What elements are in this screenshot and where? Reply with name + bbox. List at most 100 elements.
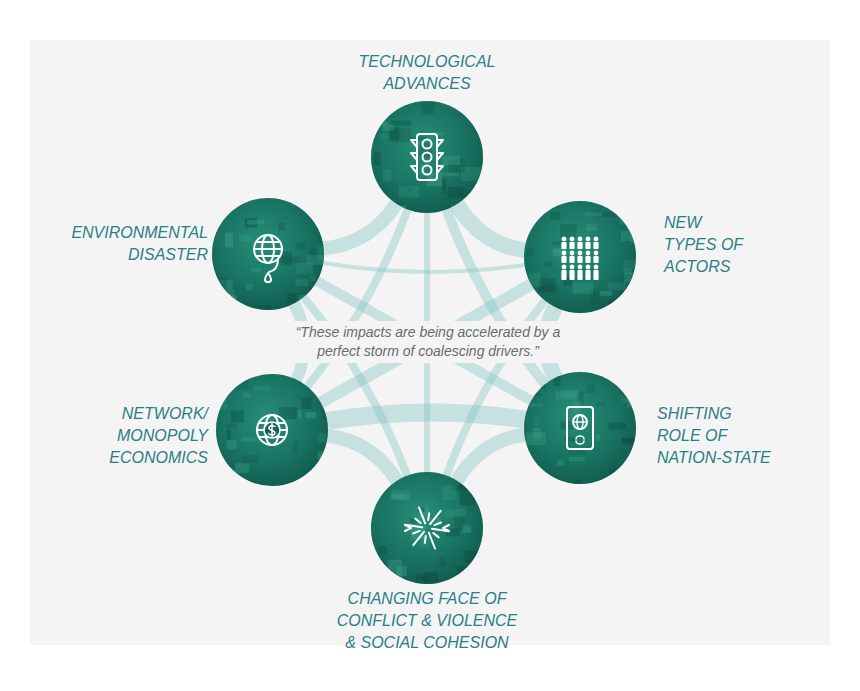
icon-part — [405, 525, 449, 531]
icon-part — [269, 259, 278, 272]
icon-part — [371, 472, 483, 584]
icon-part — [411, 134, 443, 180]
icon-part — [573, 421, 587, 422]
icon-part — [586, 265, 591, 270]
driver-label: CHANGING FACE OF CONFLICT & VIOLENCE & S… — [333, 588, 521, 654]
icon-part — [383, 101, 389, 104]
icon-part — [475, 207, 496, 212]
icon-part — [474, 565, 487, 579]
icon-part — [577, 270, 582, 280]
icon-part — [567, 407, 593, 449]
driver-label: TECHNOLOGICAL ADVANCES — [352, 51, 502, 95]
driver-circle: CHANGING FACE OF CONFLICT & VIOLENCE & S… — [371, 472, 483, 584]
connector-band — [323, 263, 524, 272]
icon-part — [524, 372, 636, 484]
driver-label: NETWORK/ MONOPOLY ECONOMICS — [104, 403, 208, 469]
icon-part — [269, 424, 276, 437]
icon-part — [562, 265, 567, 270]
icon-part — [433, 533, 438, 537]
icon-part — [227, 301, 234, 306]
connector-band — [328, 436, 397, 481]
icon-part — [541, 311, 553, 315]
icon-part — [423, 153, 432, 162]
icon-part — [216, 374, 328, 486]
quote-text: “These impacts are being accelerated by … — [278, 321, 578, 363]
icon-part — [586, 237, 591, 242]
icon-part — [413, 531, 420, 534]
icon-part — [371, 472, 483, 584]
driver-circle: NEW TYPES OF ACTORS — [524, 201, 636, 313]
icon-part — [578, 237, 583, 242]
icon-part — [430, 511, 441, 524]
icon-part — [585, 270, 590, 280]
driver-circle: TECHNOLOGICAL ADVANCES — [371, 101, 483, 213]
icon-part — [212, 198, 324, 310]
icon-part — [405, 508, 449, 549]
driver-label: ENVIRONMENTAL DISASTER — [56, 222, 208, 266]
circle-shape — [371, 472, 483, 584]
icon-part — [216, 484, 231, 490]
icon-part — [562, 251, 567, 256]
icon-part — [567, 407, 593, 449]
icon-part — [265, 415, 279, 445]
connector-band — [457, 204, 525, 250]
driver-label: NEW TYPES OF ACTORS — [664, 212, 750, 278]
icon-part — [264, 422, 280, 438]
icon-part — [415, 519, 420, 523]
icon-part — [569, 242, 574, 249]
icon-part — [570, 265, 575, 270]
panel — [30, 40, 830, 645]
icon-part — [425, 536, 426, 543]
driver-circle: SHIFTING ROLE OF NATION-STATE — [524, 372, 636, 484]
icon-part — [593, 270, 598, 280]
icon-part — [570, 251, 575, 256]
icon-part — [257, 415, 287, 445]
circle-shape — [371, 101, 483, 213]
icon-part — [257, 423, 287, 437]
icon-part — [437, 140, 443, 173]
icon-part — [585, 242, 590, 249]
icon-part — [578, 265, 583, 270]
icon-part — [371, 101, 483, 213]
icon-part — [577, 256, 582, 263]
icon-part — [429, 533, 435, 549]
driver-circle: ENVIRONMENTAL DISASTER — [212, 198, 324, 310]
icon-part — [216, 374, 345, 490]
icon-part — [254, 242, 282, 256]
icon-part — [586, 251, 591, 256]
icon-part — [257, 415, 287, 445]
icon-part — [411, 140, 417, 173]
icon-part — [562, 237, 567, 242]
icon-part — [265, 273, 271, 282]
icon-part — [593, 242, 598, 249]
icon-part — [434, 523, 441, 526]
connector-band — [457, 435, 525, 481]
icon-part — [423, 140, 432, 149]
icon-part — [578, 251, 583, 256]
circle-shape — [216, 374, 328, 486]
icon-part — [594, 251, 599, 256]
icon-part — [423, 166, 432, 175]
icon-part — [413, 532, 424, 545]
icon-part — [216, 374, 328, 486]
icon-part — [569, 270, 574, 280]
icon-part — [254, 235, 282, 282]
icon-part — [417, 134, 437, 180]
icon-part — [212, 198, 324, 310]
icon-part — [561, 270, 566, 280]
icon-part — [524, 201, 636, 313]
icon-part — [419, 508, 425, 524]
icon-part — [428, 513, 429, 520]
icon-part — [569, 256, 574, 263]
icon-part — [561, 242, 566, 249]
icon-part — [577, 242, 582, 249]
icon-part — [576, 436, 584, 444]
icon-part — [570, 237, 575, 242]
circle-shape — [212, 198, 324, 310]
icon-part — [561, 256, 566, 263]
icon-part — [310, 481, 321, 490]
driver-circle: NETWORK/ MONOPOLY ECONOMICS — [216, 374, 328, 486]
icon-part — [324, 474, 332, 479]
icon-part — [322, 374, 332, 381]
